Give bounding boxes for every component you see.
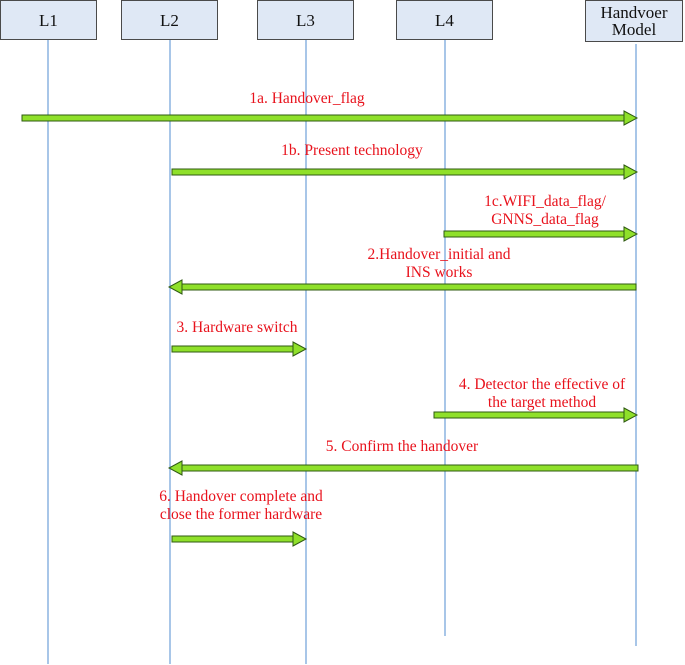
arrow-6: [171, 531, 308, 547]
message-label-6: 6. Handover complete and close the forme…: [136, 488, 346, 524]
message-2-line2: INS works: [405, 264, 473, 281]
arrow-1c: [443, 226, 639, 242]
arrow-1a: [21, 110, 639, 126]
message-1a-line1: 1a. Handover_flag: [249, 90, 365, 107]
message-2-line1: 2.Handover_initial and: [367, 246, 511, 263]
arrow-4: [433, 407, 639, 423]
lifeline-label-model-line2: Model: [611, 20, 657, 39]
message-6-line2: close the former hardware: [159, 506, 323, 523]
lifeline-box-l4: L4: [396, 0, 493, 40]
message-4-line1: 4. Detector the effective of: [458, 376, 626, 393]
message-label-1b: 1b. Present technology: [262, 142, 442, 160]
lifeline-label-l3: L3: [296, 10, 315, 30]
lifeline-box-l2: L2: [121, 0, 218, 40]
arrow-2: [167, 279, 637, 295]
message-1c-line2: GNNS_data_flag: [491, 211, 599, 228]
arrow-1b: [171, 164, 639, 180]
message-label-1a: 1a. Handover_flag: [222, 90, 392, 108]
message-label-1c: 1c.WIFI_data_flag/ GNNS_data_flag: [462, 193, 628, 229]
message-6-line1: 6. Handover complete and: [159, 488, 323, 505]
lifeline-label-l4: L4: [435, 10, 454, 30]
message-5-line1: 5. Confirm the handover: [325, 438, 479, 455]
lifeline-label-l2: L2: [160, 10, 179, 30]
lifeline-box-l3: L3: [257, 0, 354, 40]
lifeline-box-model: Handvoer Model: [585, 0, 683, 42]
arrow-3: [171, 341, 308, 357]
message-3-line1: 3. Hardware switch: [176, 319, 298, 336]
message-label-4: 4. Detector the effective of the target …: [436, 376, 648, 412]
lifeline-label-l1: L1: [39, 10, 58, 30]
message-label-2: 2.Handover_initial and INS works: [346, 246, 532, 282]
message-1c-line1: 1c.WIFI_data_flag/: [484, 193, 606, 210]
message-1b-line1: 1b. Present technology: [281, 142, 423, 159]
message-label-5: 5. Confirm the handover: [304, 438, 500, 456]
lifeline-box-l1: L1: [0, 0, 97, 40]
arrow-5: [167, 460, 639, 476]
message-4-line2: the target method: [487, 394, 597, 411]
message-label-3: 3. Hardware switch: [164, 319, 310, 337]
lifeline-label-model-line1: Handvoer: [600, 3, 668, 22]
